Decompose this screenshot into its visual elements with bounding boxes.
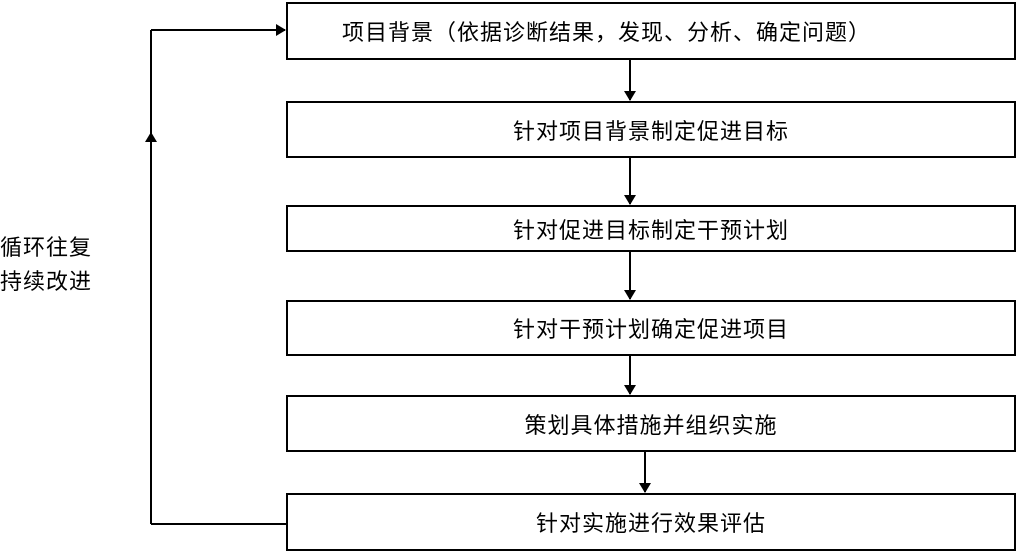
step-box-promotion-projects: 针对干预计划确定促进项目 [286, 300, 1016, 356]
step-box-evaluation: 针对实施进行效果评估 [286, 493, 1016, 551]
step-box-intervention-plan: 针对促进目标制定干预计划 [286, 205, 1016, 252]
loop-label: 循环往复 持续改进 [0, 232, 92, 300]
step-label: 针对促进目标制定干预计划 [512, 218, 789, 244]
step-label: 针对干预计划确定促进项目 [512, 318, 789, 343]
step-box-set-goals: 针对项目背景制定促进目标 [286, 101, 1016, 158]
step-label: 针对项目背景制定促进目标 [512, 119, 789, 145]
step-box-background: 项目背景（依据诊断结果，发现、分析、确定问题） [286, 2, 1016, 60]
loop-label-line1: 循环往复 [0, 236, 93, 261]
step-label: 项目背景（依据诊断结果，发现、分析、确定问题） [342, 21, 872, 46]
loop-label-line2: 持续改进 [0, 270, 93, 295]
step-label: 策划具体措施并组织实施 [524, 413, 778, 439]
step-box-implementation: 策划具体措施并组织实施 [286, 395, 1016, 452]
step-label: 针对实施进行效果评估 [535, 512, 766, 537]
